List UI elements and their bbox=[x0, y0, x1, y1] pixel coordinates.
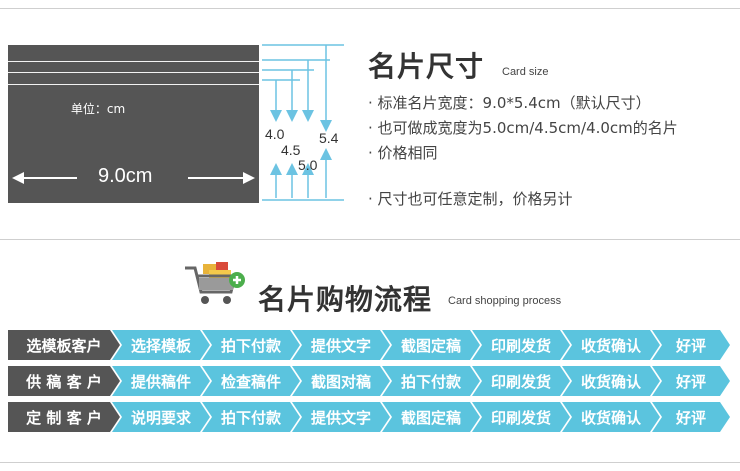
customer-type-label: 选模板客户 bbox=[8, 330, 120, 360]
process-step: 检查稿件 bbox=[202, 366, 300, 396]
process-step: 截图定稿 bbox=[382, 330, 480, 360]
process-step: 收货确认 bbox=[562, 330, 660, 360]
process-step: 选择模板 bbox=[112, 330, 210, 360]
process-step: 截图定稿 bbox=[382, 402, 480, 432]
card-size-title: 名片尺寸 bbox=[368, 50, 485, 83]
process-step: 提供稿件 bbox=[112, 366, 210, 396]
card-illustration: 单位：cm 9.0cm bbox=[8, 45, 259, 203]
process-step: 印刷发货 bbox=[472, 330, 570, 360]
shopping-cart-icon bbox=[185, 262, 245, 304]
spec-bullet: · 标准名片宽度：9.0*5.4cm（默认尺寸） bbox=[368, 94, 651, 112]
height-dimension-arrows bbox=[262, 44, 344, 201]
process-step: 截图对稿 bbox=[292, 366, 390, 396]
process-step: 好评 bbox=[652, 330, 730, 360]
process-subtitle: Card shopping process bbox=[448, 295, 562, 307]
top-divider bbox=[0, 8, 740, 9]
process-step: 提供文字 bbox=[292, 402, 390, 432]
customer-type-label: 定 制 客 户 bbox=[8, 402, 120, 432]
size-line-4-5 bbox=[8, 72, 259, 73]
process-step: 好评 bbox=[652, 402, 730, 432]
size-line-4-0 bbox=[8, 61, 259, 62]
card-size-subtitle: Card size bbox=[502, 66, 549, 78]
spec-bullet: · 价格相同 bbox=[368, 144, 438, 162]
height-label-5-4: 5.4 bbox=[319, 130, 339, 146]
height-label-4-0: 4.0 bbox=[265, 126, 285, 142]
process-step: 印刷发货 bbox=[472, 402, 570, 432]
process-step: 拍下付款 bbox=[202, 330, 300, 360]
process-step: 印刷发货 bbox=[472, 366, 570, 396]
bottom-divider bbox=[0, 462, 740, 463]
process-step: 拍下付款 bbox=[202, 402, 300, 432]
process-step: 收货确认 bbox=[562, 366, 660, 396]
process-step: 提供文字 bbox=[292, 330, 390, 360]
spec-bullet: · 尺寸也可任意定制，价格另计 bbox=[368, 190, 573, 208]
unit-label: 单位：cm bbox=[70, 102, 126, 116]
customer-type-label: 供 稿 客 户 bbox=[8, 366, 120, 396]
middle-divider bbox=[0, 239, 740, 240]
process-step: 拍下付款 bbox=[382, 366, 480, 396]
process-step: 好评 bbox=[652, 366, 730, 396]
size-line-5-0 bbox=[8, 84, 259, 85]
width-label: 9.0cm bbox=[98, 165, 153, 187]
width-arrow-left-icon bbox=[12, 172, 24, 184]
height-label-5-0: 5.0 bbox=[298, 157, 318, 173]
width-arrow-right-icon bbox=[243, 172, 255, 184]
height-label-4-5: 4.5 bbox=[281, 142, 301, 158]
process-step: 收货确认 bbox=[562, 402, 660, 432]
process-step: 说明要求 bbox=[112, 402, 210, 432]
spec-bullet: · 也可做成宽度为5.0cm/4.5cm/4.0cm的名片 bbox=[368, 119, 678, 137]
width-arrow-left-line bbox=[22, 177, 77, 179]
process-title: 名片购物流程 bbox=[258, 283, 433, 316]
width-arrow-right-line bbox=[188, 177, 243, 179]
